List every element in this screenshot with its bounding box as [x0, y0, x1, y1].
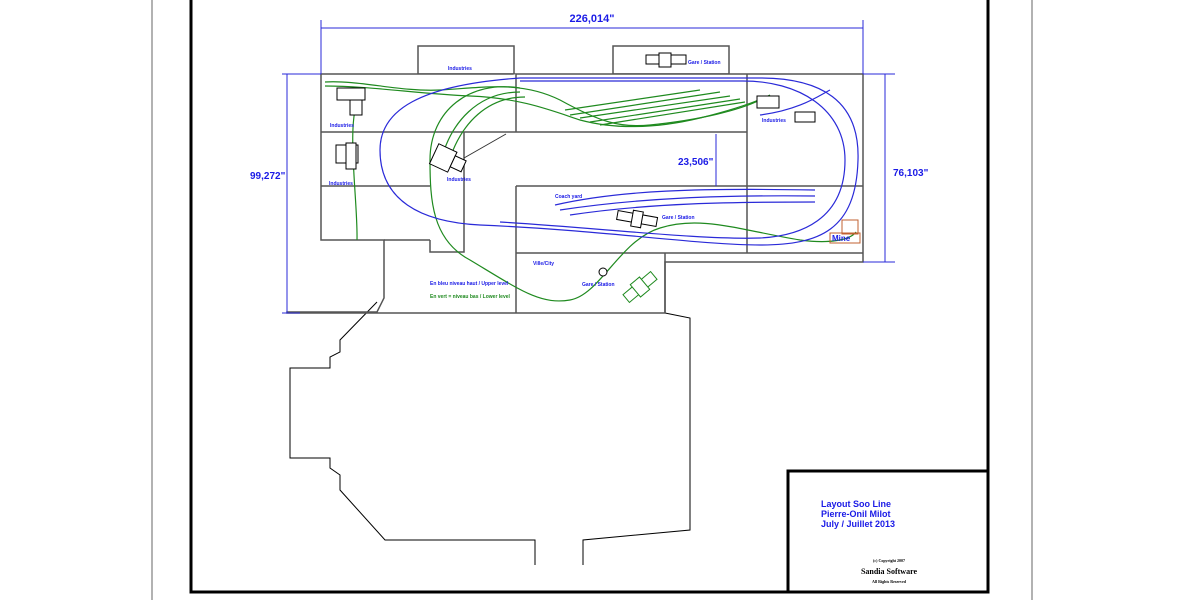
- title-line3: July / Juillet 2013: [821, 519, 895, 529]
- label-station-city: Gare / Station: [582, 282, 615, 288]
- title-line2: Pierre-Onil Milot: [821, 509, 891, 519]
- rights: All Rights Reserved: [872, 579, 907, 584]
- legend-lower: En vert = niveau bas / Lower level: [430, 294, 511, 300]
- label-city: Ville/City: [533, 261, 554, 267]
- room-outline: [289, 301, 691, 565]
- label-industries-1: Industries: [330, 123, 354, 129]
- label-mine: Mine: [832, 234, 851, 243]
- label-station-main: Gare / Station: [662, 215, 695, 221]
- upper-level-track: [379, 77, 859, 246]
- label-industries-3: Industries: [447, 177, 471, 183]
- mine-icon: [829, 219, 861, 244]
- label-station-top: Gare / Station: [688, 60, 721, 66]
- building-icons: [335, 52, 816, 277]
- drawing-border: [189, 0, 990, 594]
- lower-station-icon: [622, 270, 658, 304]
- width-dimension: 226,014": [570, 13, 615, 25]
- aisle-dimension: 23,506": [678, 157, 714, 168]
- benchwork: [286, 45, 864, 314]
- legend-upper: En bleu niveau haut / Upper level: [430, 281, 509, 287]
- lower-level-track: [324, 81, 857, 302]
- title-block: [786, 469, 990, 594]
- copyright: (c) Copyright 2007: [873, 558, 905, 563]
- dimension-lines: [282, 20, 895, 314]
- label-coach-yard: Coach yard: [555, 194, 582, 200]
- label-industries-top: Industries: [448, 66, 472, 72]
- left-height-dimension: 99,272": [250, 171, 286, 182]
- company: Sandia Software: [861, 567, 918, 576]
- right-height-dimension: 76,103": [893, 168, 929, 179]
- title-line1: Layout Soo Line: [821, 499, 891, 509]
- label-industries-4: Industries: [762, 118, 786, 124]
- label-industries-2: Industries: [329, 181, 353, 187]
